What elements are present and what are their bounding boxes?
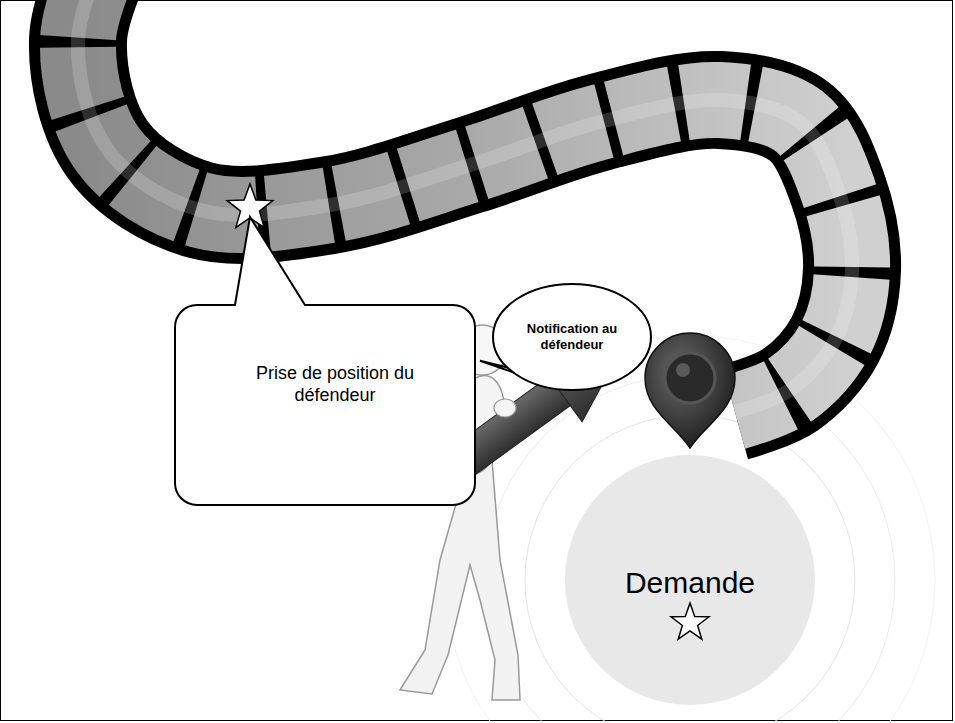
star-symbol bbox=[671, 603, 709, 639]
speech-bubble: Notification au défendeur bbox=[492, 283, 652, 391]
pin-body bbox=[645, 333, 735, 448]
node-text: Demande bbox=[590, 565, 790, 601]
figure-hand bbox=[494, 399, 516, 417]
bubble-outline bbox=[493, 284, 651, 390]
ring bbox=[525, 415, 855, 723]
circle-fill bbox=[565, 455, 815, 705]
node-outline bbox=[175, 305, 475, 505]
goal-circle: Demande bbox=[565, 455, 815, 705]
pin-lens bbox=[665, 353, 715, 403]
pin-glint bbox=[676, 363, 690, 377]
callout-outline bbox=[175, 217, 475, 505]
map-pin bbox=[645, 333, 735, 448]
node-text: Prise de position du défendeur bbox=[235, 363, 435, 406]
node-text: Notification au défendeur bbox=[526, 321, 618, 352]
callout-box: Prise de position du défendeur bbox=[175, 305, 475, 505]
